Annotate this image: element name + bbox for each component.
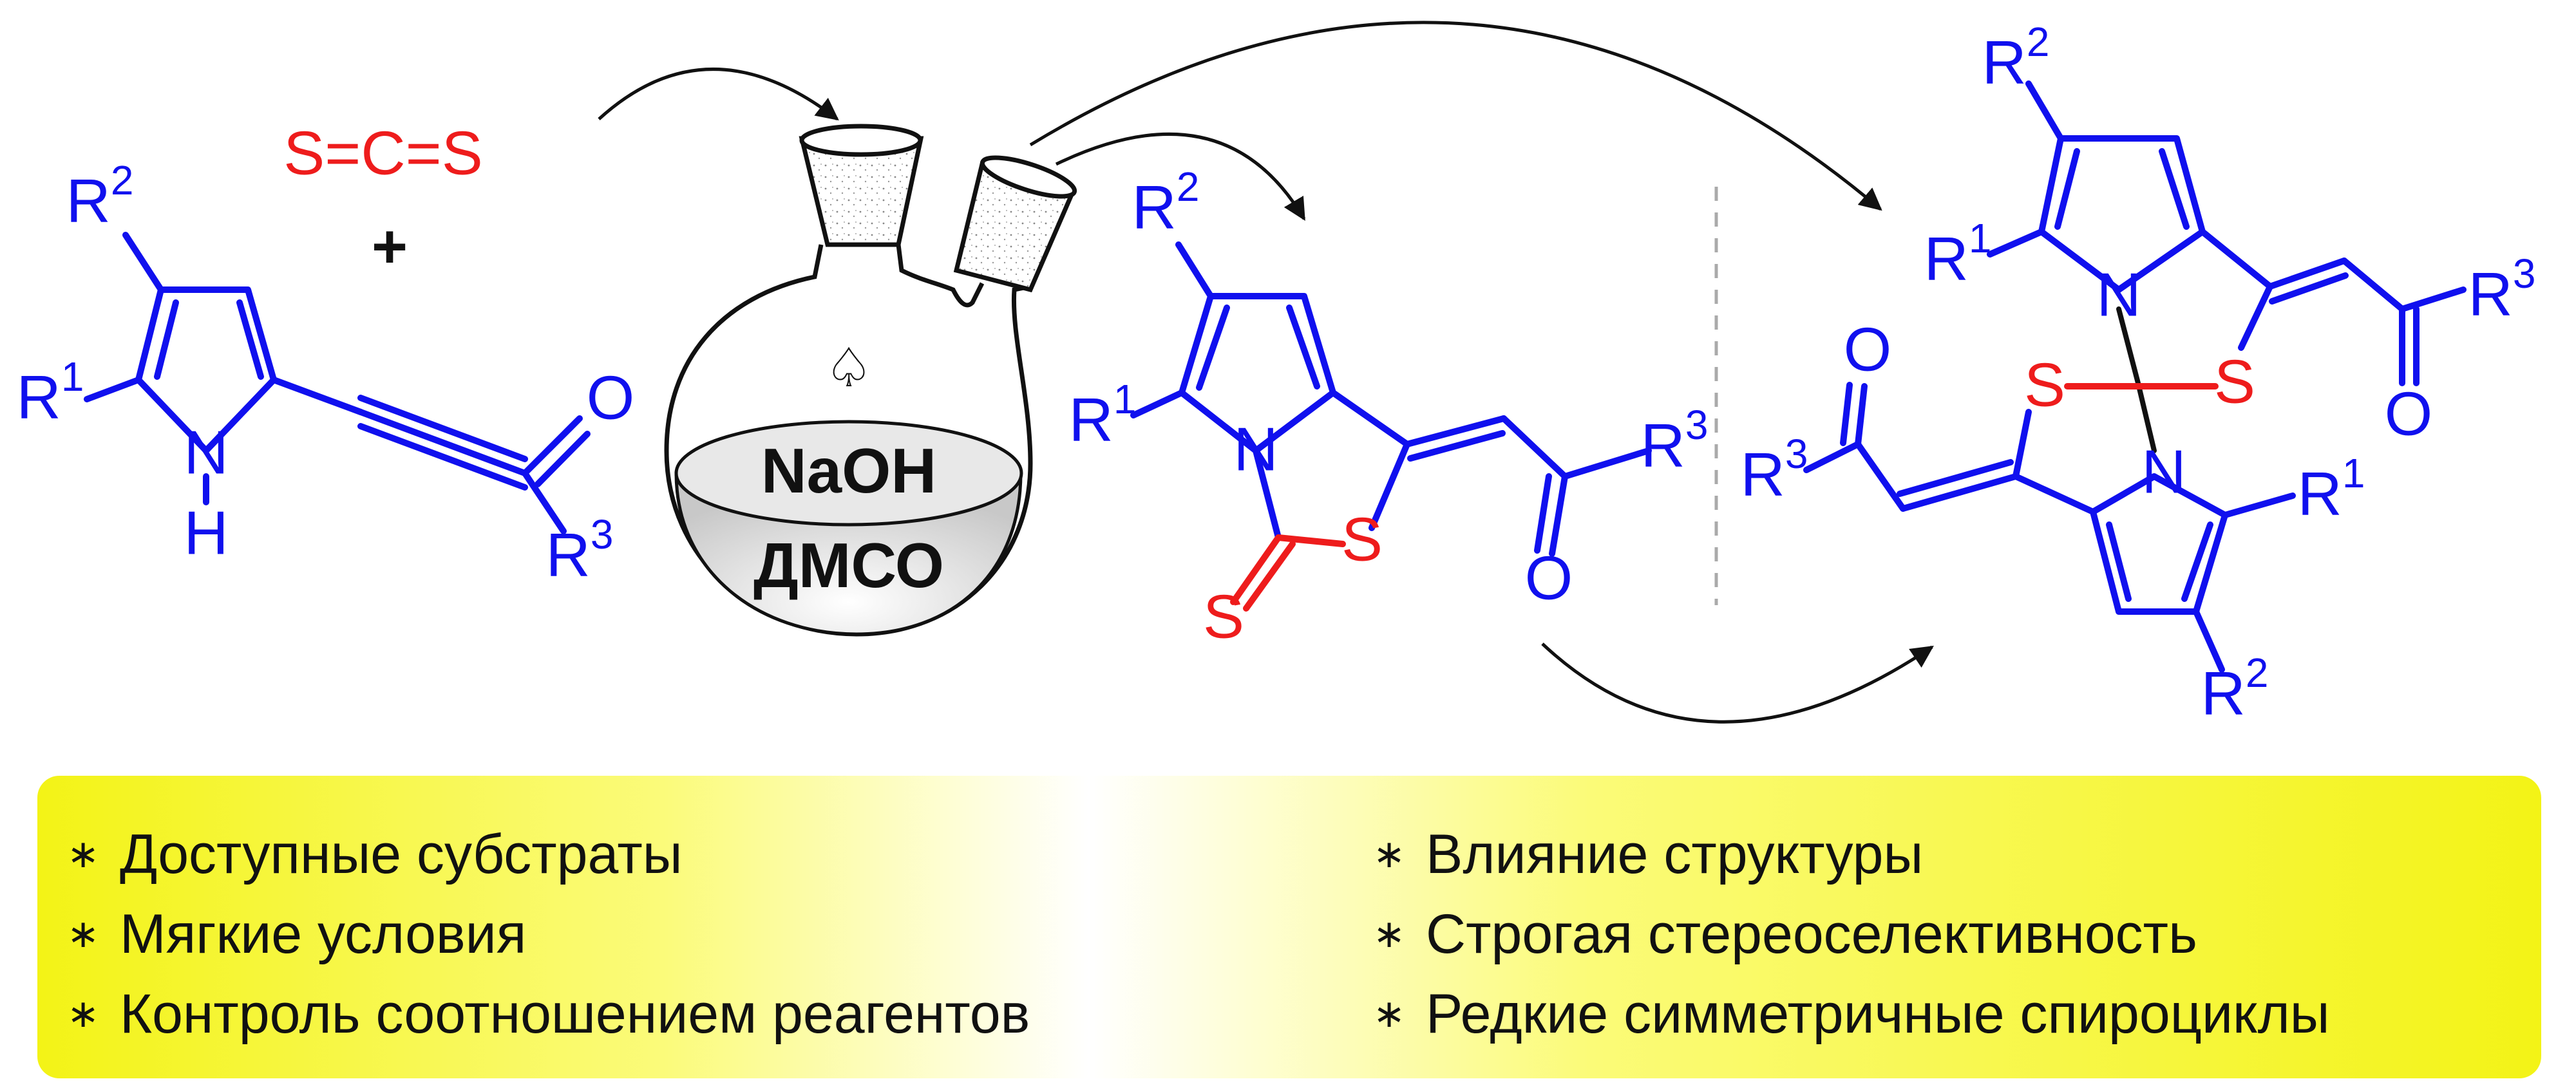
ketone-oxygen: O [1525,543,1573,612]
r1-label: R1 [1069,376,1137,455]
r3-label-bottom: R3 [1741,431,1808,509]
features-right: ∗ Влияние структуры ∗ Строгая стереоселект… [1373,814,2330,1054]
feature-text: Влияние структуры [1426,823,1924,885]
nh-hydrogen: H [184,498,228,567]
r2-label-top: R2 [1982,19,2050,97]
bullet-icon: ∗ [67,991,100,1036]
feature-text: Строгая стереоселективность [1426,903,2197,965]
feature-item: ∗ Доступные субстраты [67,814,1030,894]
r1-label-bottom: R1 [2298,450,2365,529]
r2-label: R2 [1132,164,1200,242]
feature-text: Мягкие условия [120,903,527,965]
reaction-flask: ♤ NaOH ДМСО [664,124,1077,637]
product-thiazolethione: R2 R1 N S S O R3 [1069,164,1709,651]
oxygen-top: O [2385,379,2433,448]
spade-symbol: ♤ [824,336,873,399]
r1-label: R1 [17,353,84,432]
carbon-disulfide: S=C=S [283,118,483,187]
sulfur-right: S [2214,347,2255,416]
arrow-to-product-1 [1055,132,1306,221]
fused-nitrogen: N [1233,415,1278,483]
r3-label: R3 [546,511,614,590]
r2-label: R2 [66,157,134,236]
bullet-icon: ∗ [1373,832,1406,877]
thione-sulfur: S [1203,582,1244,651]
feature-item: ∗ Редкие симметричные спироциклы [1373,974,2330,1054]
bullet-icon: ∗ [67,832,100,877]
starting-pyrrole: R2 R1 N H O R3 [17,157,635,590]
r3-label-top: R3 [2468,250,2536,329]
nh-nitrogen: N [184,418,228,487]
arrow-dimerization [1541,642,1934,724]
r2-label-bottom: R2 [2201,650,2269,728]
bullet-icon: ∗ [1373,991,1406,1036]
features-panel: ∗ Доступные субстраты ∗ Мягкие условия ∗ Ко… [37,776,2541,1078]
sulfur-left: S [2024,350,2065,419]
feature-item: ∗ Строгая стереоселективность [1373,894,2330,974]
flask-solvent: ДМСО [753,530,944,601]
oxygen-bottom: O [1844,315,1892,384]
arrow-to-product-2 [1029,21,1882,211]
feature-text: Контроль соотношением реагентов [120,982,1030,1045]
flask-reagent: NaOH [761,435,936,506]
product-spirocycle: R2 R1 N S O R3 S N R1 R2 O R3 [1741,19,2536,728]
ketone-oxygen: O [587,363,635,432]
bullet-icon: ∗ [1373,912,1406,957]
feature-item: ∗ Влияние структуры [1373,814,2330,894]
feature-text: Редкие симметричные спироциклы [1426,982,2330,1045]
feature-text: Доступные субстраты [120,823,683,885]
r3-label: R3 [1641,402,1709,480]
bullet-icon: ∗ [67,912,100,957]
ring-sulfur: S [1341,505,1383,574]
feature-item: ∗ Мягкие условия [67,894,1030,974]
reaction-scheme: R2 R1 N H O R3 S=C=S + ♤ NaOH ДМСО [17,19,2536,728]
nitrogen-bottom: N [2141,437,2186,506]
nitrogen-top: N [2096,260,2141,329]
features-left: ∗ Доступные субстраты ∗ Мягкие условия ∗ Ко… [67,814,1030,1054]
feature-item: ∗ Контроль соотношением реагентов [67,974,1030,1054]
plus-sign: + [372,212,408,281]
arrow-into-flask [598,68,839,121]
r1-label-top: R1 [1924,215,1992,294]
